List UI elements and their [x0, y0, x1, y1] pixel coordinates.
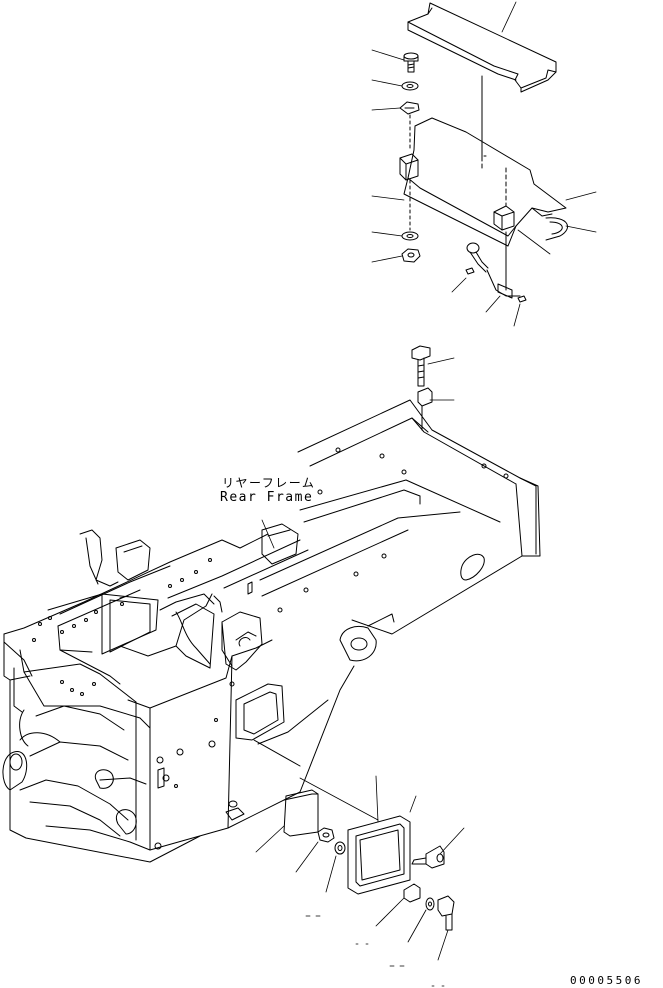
bracket-plate — [403, 117, 569, 247]
bolt-top — [403, 52, 419, 73]
lower-cover-plate — [347, 815, 411, 895]
drawing-number: 00005506 — [570, 974, 643, 987]
rear-frame-label-english: Rear Frame — [220, 490, 314, 505]
clip-top — [399, 101, 420, 115]
leader-lines-upper — [371, 1, 597, 327]
frame-bracket — [417, 387, 433, 431]
lower-clip — [403, 883, 421, 903]
frame-bolt — [411, 345, 431, 387]
small-clip-parts — [465, 267, 527, 303]
label-stubs — [305, 915, 445, 987]
rear-frame-body — [2, 399, 541, 863]
leader-lines-lower — [255, 519, 465, 961]
cover-plate — [407, 2, 557, 93]
lower-washer — [334, 841, 346, 855]
washer-top — [401, 81, 419, 91]
lower-bolt — [437, 895, 455, 931]
lower-cover-bolt — [411, 845, 445, 869]
nut-bottom — [401, 248, 421, 263]
rear-frame-label-japanese: リヤーフレーム — [222, 476, 316, 490]
lower-nut — [317, 827, 335, 843]
lower-washer-2 — [425, 897, 435, 911]
rubber-mount-right — [493, 205, 515, 231]
harness-bolt — [466, 242, 521, 297]
washer-bottom — [401, 231, 419, 241]
rubber-mount-left — [399, 153, 419, 181]
